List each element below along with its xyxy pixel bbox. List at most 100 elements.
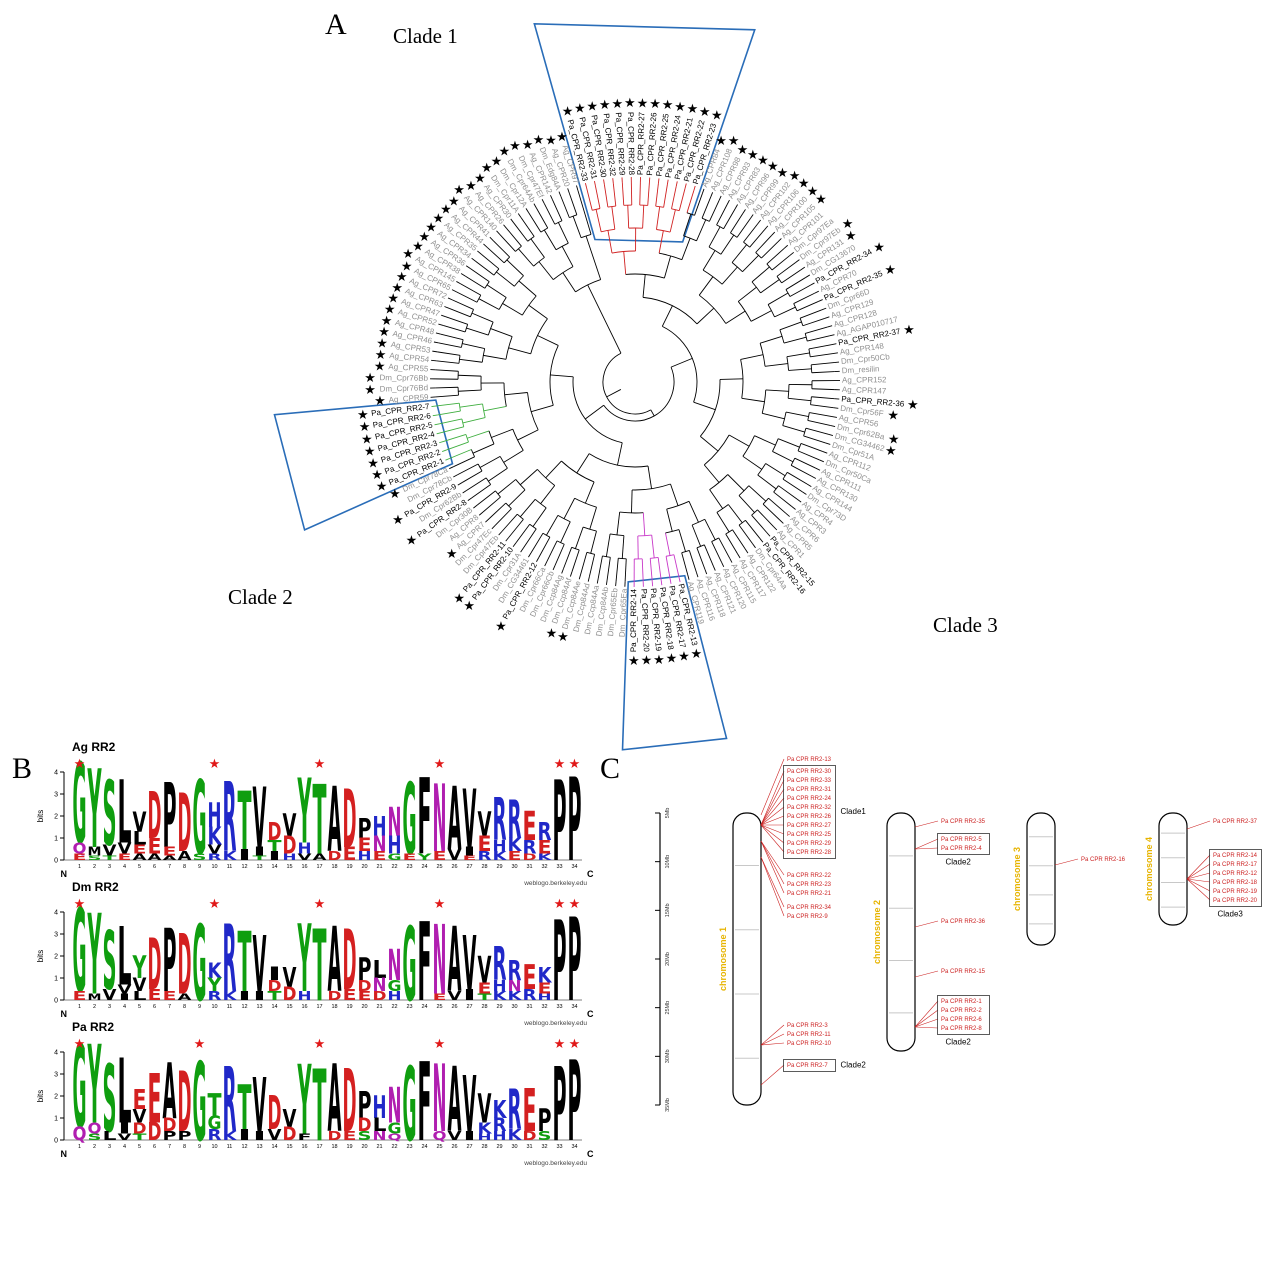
tree-branch — [434, 423, 440, 426]
tree-branch — [545, 460, 562, 479]
logo-letter: V — [103, 986, 117, 1004]
logo-letter: L — [118, 763, 132, 864]
tree-branch — [670, 483, 679, 506]
star-icon: ★ — [432, 210, 444, 225]
tree-branch — [491, 524, 496, 530]
tree-arc — [797, 443, 802, 452]
logo-letter: I — [238, 1126, 252, 1144]
tree-branch — [803, 435, 826, 444]
taxon-label: Ag_CPR59 — [388, 393, 429, 405]
tree-branch — [651, 535, 655, 559]
logo-letter: Q — [433, 1129, 447, 1143]
position-number: 16 — [301, 864, 307, 870]
star-icon: ★ — [406, 533, 418, 548]
tree-arc — [762, 497, 769, 505]
gene-label: Pa CPR RR2-12 — [1213, 871, 1258, 877]
logo-letter: Y — [297, 1046, 312, 1157]
gene-label: Pa CPR RR2-25 — [787, 832, 832, 838]
tree-arc — [552, 266, 574, 280]
logo-letter: S — [103, 1046, 117, 1154]
logo-letter: G — [73, 1022, 87, 1154]
tree-branch — [661, 305, 673, 327]
chromosome-name: chromosome 1 — [718, 927, 728, 991]
tree-branch — [435, 369, 459, 372]
logo-letter: H — [388, 989, 402, 1003]
gene-label: Pa CPR RR2-6 — [941, 1017, 982, 1023]
clade-box — [273, 399, 454, 532]
star-icon: ★ — [789, 168, 801, 183]
tree-branch — [594, 180, 596, 187]
logo-letter: V — [268, 1126, 282, 1144]
logo-letter: H — [208, 795, 222, 835]
connector-line — [760, 788, 785, 826]
tree-branch — [783, 244, 789, 249]
tree-branch — [538, 261, 554, 280]
position-number: 32 — [541, 1004, 547, 1010]
tree-branch — [782, 425, 805, 433]
tree-arc — [619, 511, 644, 514]
connector-line — [760, 758, 785, 816]
position-number: 26 — [451, 1004, 457, 1010]
tree-branch — [612, 183, 617, 207]
gene-label: Pa CPR RR2-13 — [787, 757, 832, 763]
tree-branch — [489, 236, 494, 242]
tree-branch — [736, 218, 751, 238]
tree-branch — [561, 568, 564, 574]
logo-letter: D — [343, 773, 357, 866]
tree-branch — [479, 456, 501, 468]
tree-branch — [805, 427, 829, 435]
logo-letter: V — [133, 1105, 147, 1127]
y-tick-label: 0 — [54, 858, 58, 865]
logo-letter: D — [163, 1114, 177, 1136]
star-icon: ★ — [599, 97, 611, 112]
star-icon: ★ — [381, 313, 393, 328]
star-icon: ★ — [371, 467, 383, 482]
tree-branch — [642, 512, 646, 536]
star-icon: ★ — [649, 96, 661, 111]
logo-letter: F — [418, 901, 432, 1026]
tree-branch — [745, 520, 761, 539]
tree-branch — [752, 543, 756, 549]
tree-arc — [569, 214, 577, 219]
tree-branch — [655, 183, 659, 207]
star-icon: ★ — [807, 183, 819, 198]
logo-letter: V — [283, 1105, 298, 1134]
position-number: 9 — [198, 1004, 201, 1010]
tree-branch — [603, 179, 605, 185]
logo-letter: N — [373, 832, 387, 857]
tree-branch — [533, 203, 537, 209]
logo-letter: V — [298, 852, 312, 863]
tree-arc — [773, 485, 779, 493]
clade-box — [621, 574, 728, 751]
chromosome-shape — [732, 812, 762, 1106]
tree-branch — [740, 354, 764, 360]
tree-branch — [665, 532, 671, 556]
logo-letter: Y — [87, 890, 102, 1019]
conserved-star-icon: ★ — [194, 1036, 206, 1051]
star-icon: ★ — [687, 101, 699, 116]
tree-arc — [716, 504, 729, 513]
logo-letter: E — [148, 834, 162, 859]
panel-c-letter: C — [600, 752, 621, 785]
logo-letter: E — [148, 986, 162, 1004]
logo-letter: I — [463, 986, 477, 1004]
position-number: 25 — [436, 864, 442, 870]
chromosome-shape — [1026, 812, 1056, 946]
tree-branch — [546, 540, 558, 562]
tree-branch — [683, 213, 692, 236]
logo-letter: E — [403, 852, 417, 863]
logo-letter: D — [268, 818, 282, 847]
tree-branch — [449, 466, 454, 470]
gene-label: Pa CPR RR2-15 — [941, 969, 986, 975]
position-number: 22 — [391, 1004, 397, 1010]
clade-cluster-box — [1209, 849, 1262, 907]
tree-branch — [741, 397, 765, 403]
tree-branch — [771, 255, 791, 271]
tree-branch — [759, 538, 764, 543]
tree-branch — [506, 259, 524, 277]
y-tick-label: 3 — [54, 1072, 58, 1079]
star-icon: ★ — [374, 393, 386, 408]
logo-letter: P — [553, 757, 567, 886]
star-icon: ★ — [378, 324, 390, 339]
tree-branch — [431, 359, 437, 362]
